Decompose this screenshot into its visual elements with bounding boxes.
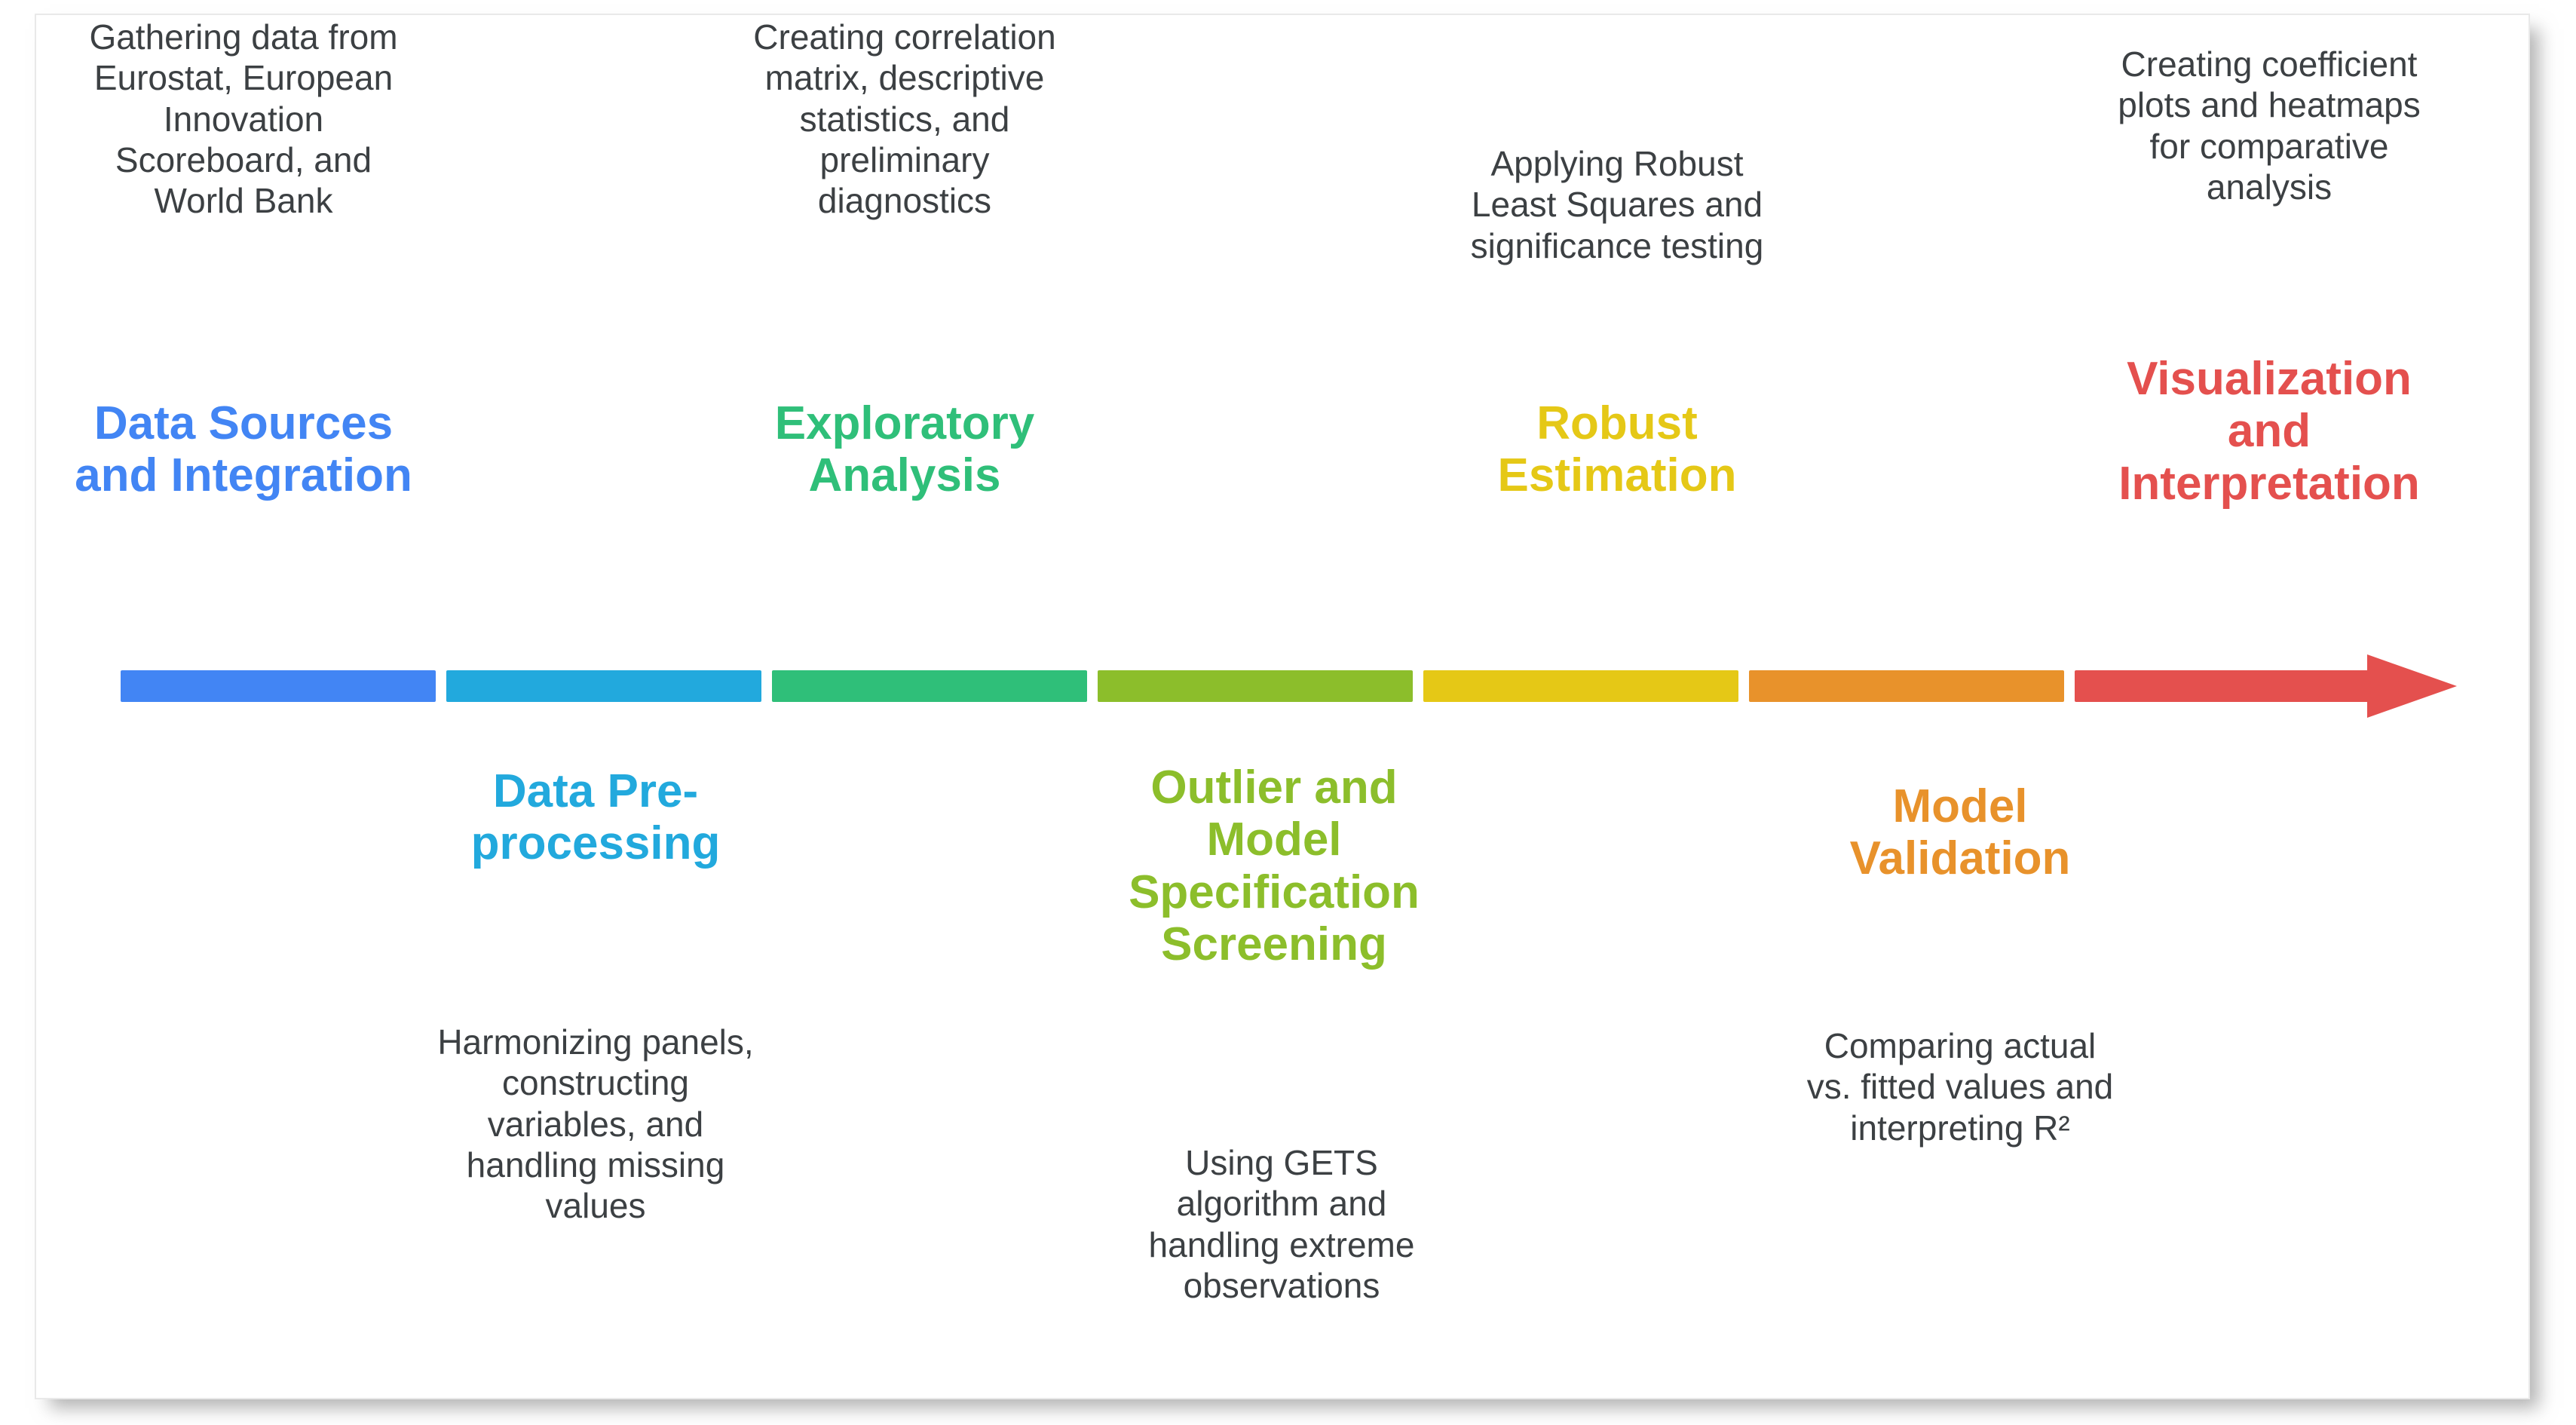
step-3-description: Creating correlation matrix, descriptive… [753, 17, 1056, 221]
step-6-description: Comparing actual vs. fitted values and i… [1806, 1026, 2114, 1148]
segment-green [772, 670, 1087, 702]
arrow-head-icon [2367, 648, 2458, 724]
step-6-title: Model Validation [1849, 780, 2071, 885]
step-3-title: Exploratory Analysis [774, 397, 1035, 502]
step-2-description: Harmonizing panels, constructing variabl… [437, 1022, 754, 1226]
segment-cyan [446, 670, 761, 702]
diagram-frame [35, 14, 2530, 1399]
segment-yellow-green [1098, 670, 1413, 702]
step-5-description: Applying Robust Least Squares and signif… [1470, 144, 1764, 265]
segment-red [2075, 670, 2379, 702]
step-7-description: Creating coefficient plots and heatmaps … [2118, 44, 2421, 207]
step-5-title: Robust Estimation [1497, 397, 1737, 502]
segment-blue [121, 670, 436, 702]
step-1-title: Data Sources and Integration [75, 397, 412, 502]
segment-orange [1749, 670, 2064, 702]
segment-yellow [1423, 670, 1738, 702]
step-4-description: Using GETS algorithm and handling extrem… [1148, 1143, 1415, 1305]
step-1-description: Gathering data from Eurostat, European I… [89, 17, 398, 221]
step-7-title: Visualization and Interpretation [2118, 353, 2420, 510]
step-2-title: Data Pre- processing [470, 765, 721, 870]
process-arrow [121, 654, 2458, 718]
step-4-title: Outlier and Model Specification Screenin… [1129, 762, 1420, 971]
